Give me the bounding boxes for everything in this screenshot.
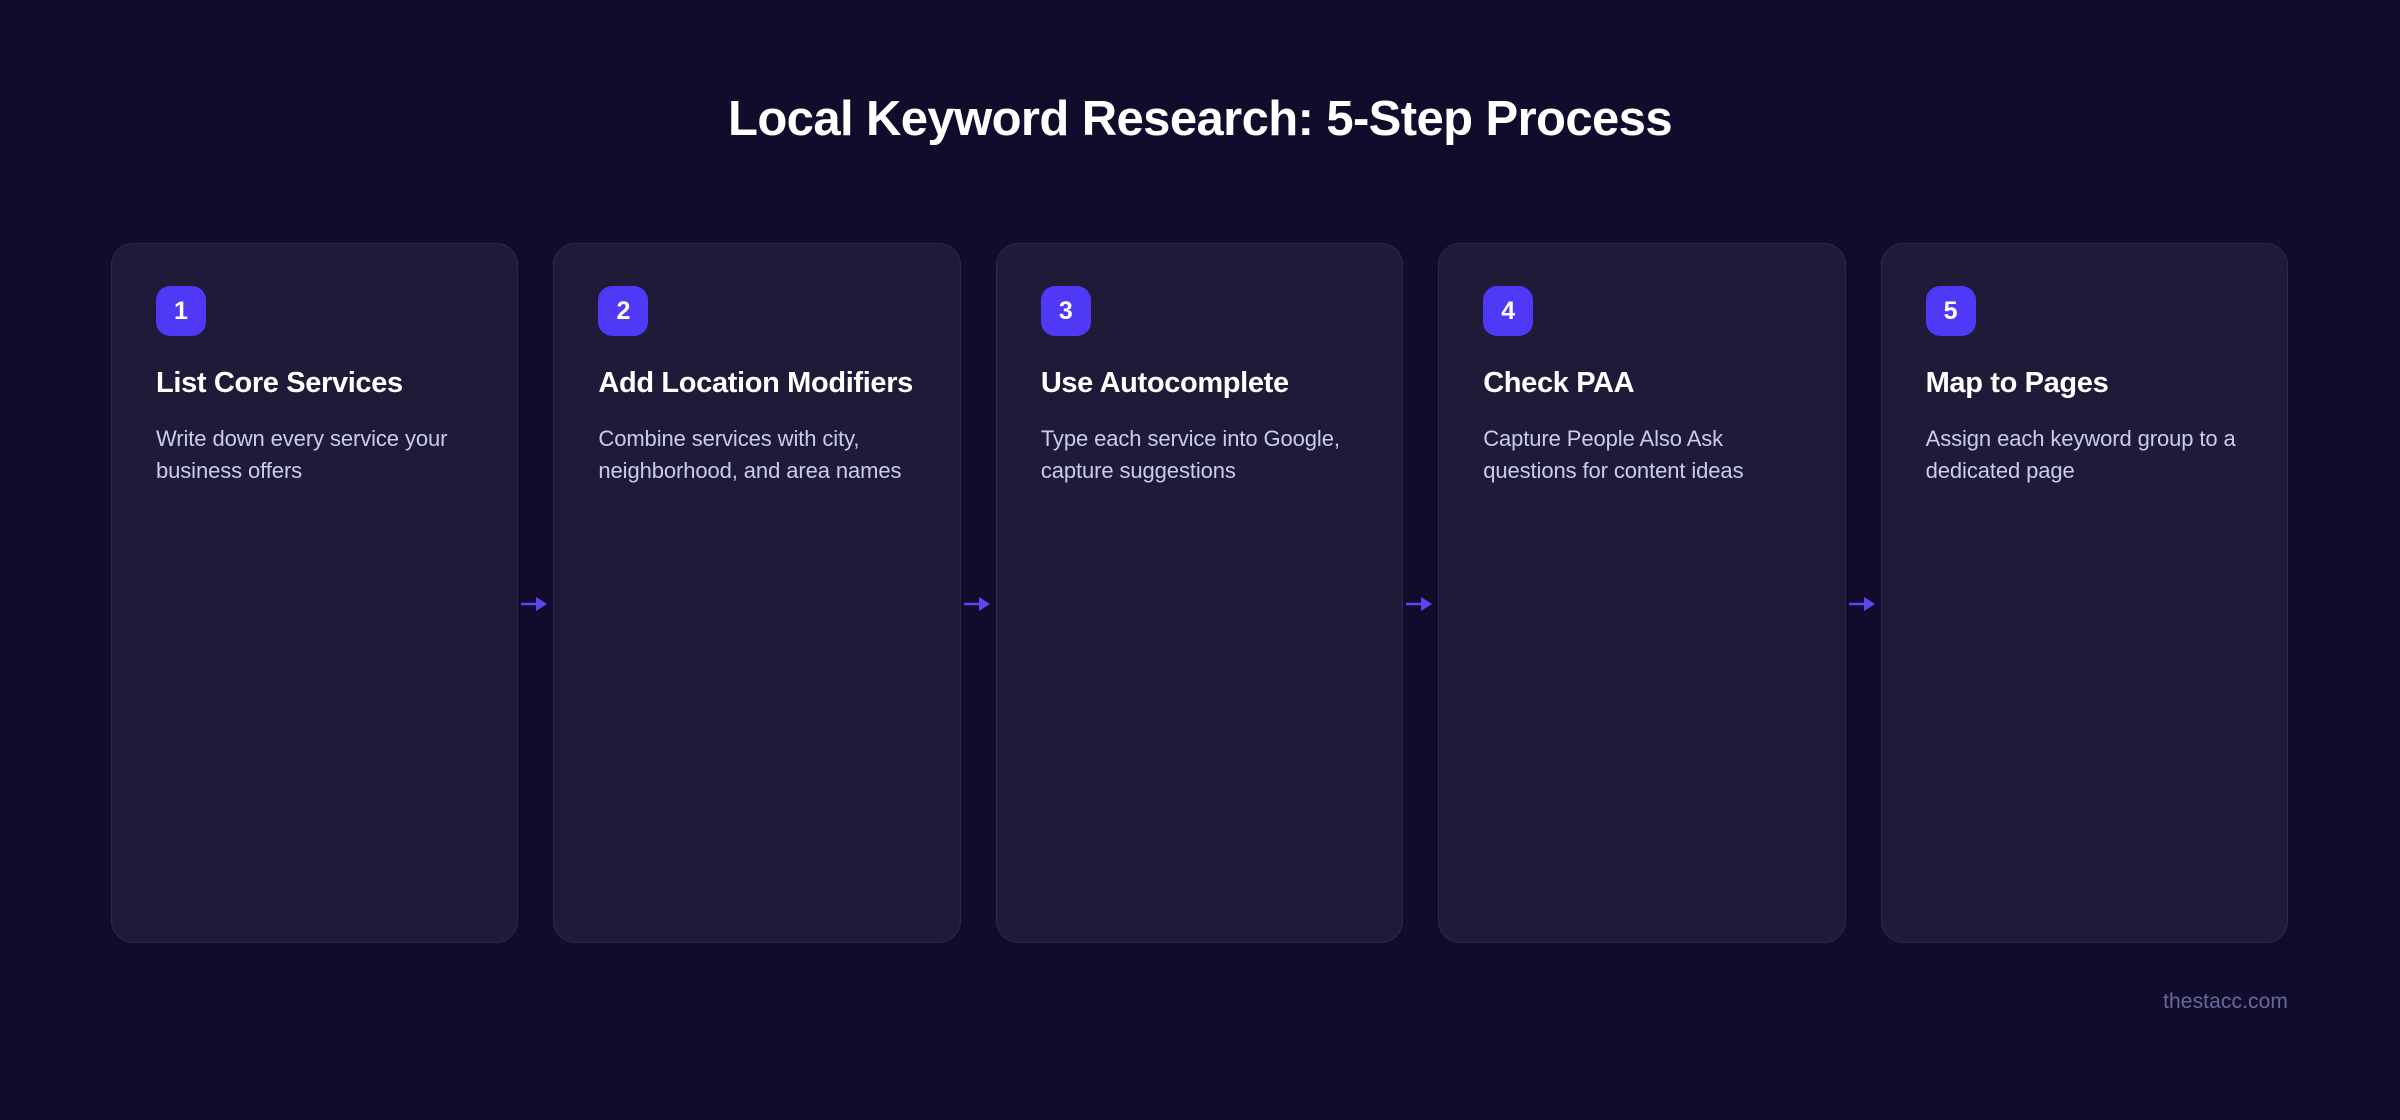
- step-description: Assign each keyword group to a dedicated…: [1925, 426, 2236, 483]
- step-title: Add Location Modifiers: [598, 367, 913, 399]
- step-title: Map to Pages: [1925, 367, 2109, 399]
- page-title: Local Keyword Research: 5-Step Process: [728, 92, 1673, 146]
- step-number-badge: 1: [156, 286, 206, 336]
- arrow-right-icon: [963, 593, 991, 615]
- step-card-1: 1 List Core Services Write down every se…: [111, 243, 548, 943]
- step-card-4: 4 Check PAA Capture People Also Ask ques…: [1438, 243, 1875, 943]
- step-number-badge: 5: [1925, 286, 1976, 336]
- step-number-label: 2: [616, 296, 631, 325]
- step-description: Capture People Also Ask questions for co…: [1483, 426, 1744, 483]
- step-number-label: 1: [174, 296, 188, 325]
- step-number-label: 5: [1943, 296, 1958, 325]
- step-card-5: 5 Map to Pages Assign each keyword group…: [1880, 243, 2289, 943]
- arrow-right-icon: [1406, 593, 1433, 615]
- step-description: Write down every service your business o…: [156, 426, 448, 483]
- steps-strip: 1 List Core Services Write down every se…: [111, 243, 2289, 943]
- step-title: List Core Services: [156, 367, 403, 399]
- step-number-badge: 3: [1040, 286, 1091, 336]
- step-card-2: 2 Add Location Modifiers Combine service…: [553, 243, 990, 943]
- arrow-right-icon: [1848, 593, 1876, 615]
- step-title: Check PAA: [1483, 367, 1635, 399]
- watermark: thestacc.com: [2163, 990, 2288, 1013]
- step-description: Type each service into Google, capture s…: [1040, 426, 1340, 483]
- step-number-badge: 2: [598, 286, 649, 336]
- step-number-label: 4: [1501, 296, 1516, 325]
- step-number-badge: 4: [1483, 286, 1534, 336]
- step-description: Combine services with city, neighborhood…: [598, 426, 902, 483]
- step-title: Use Autocomplete: [1040, 367, 1289, 399]
- step-card-3: 3 Use Autocomplete Type each service int…: [995, 243, 1433, 943]
- arrow-right-icon: [521, 593, 548, 615]
- step-number-label: 3: [1058, 296, 1073, 325]
